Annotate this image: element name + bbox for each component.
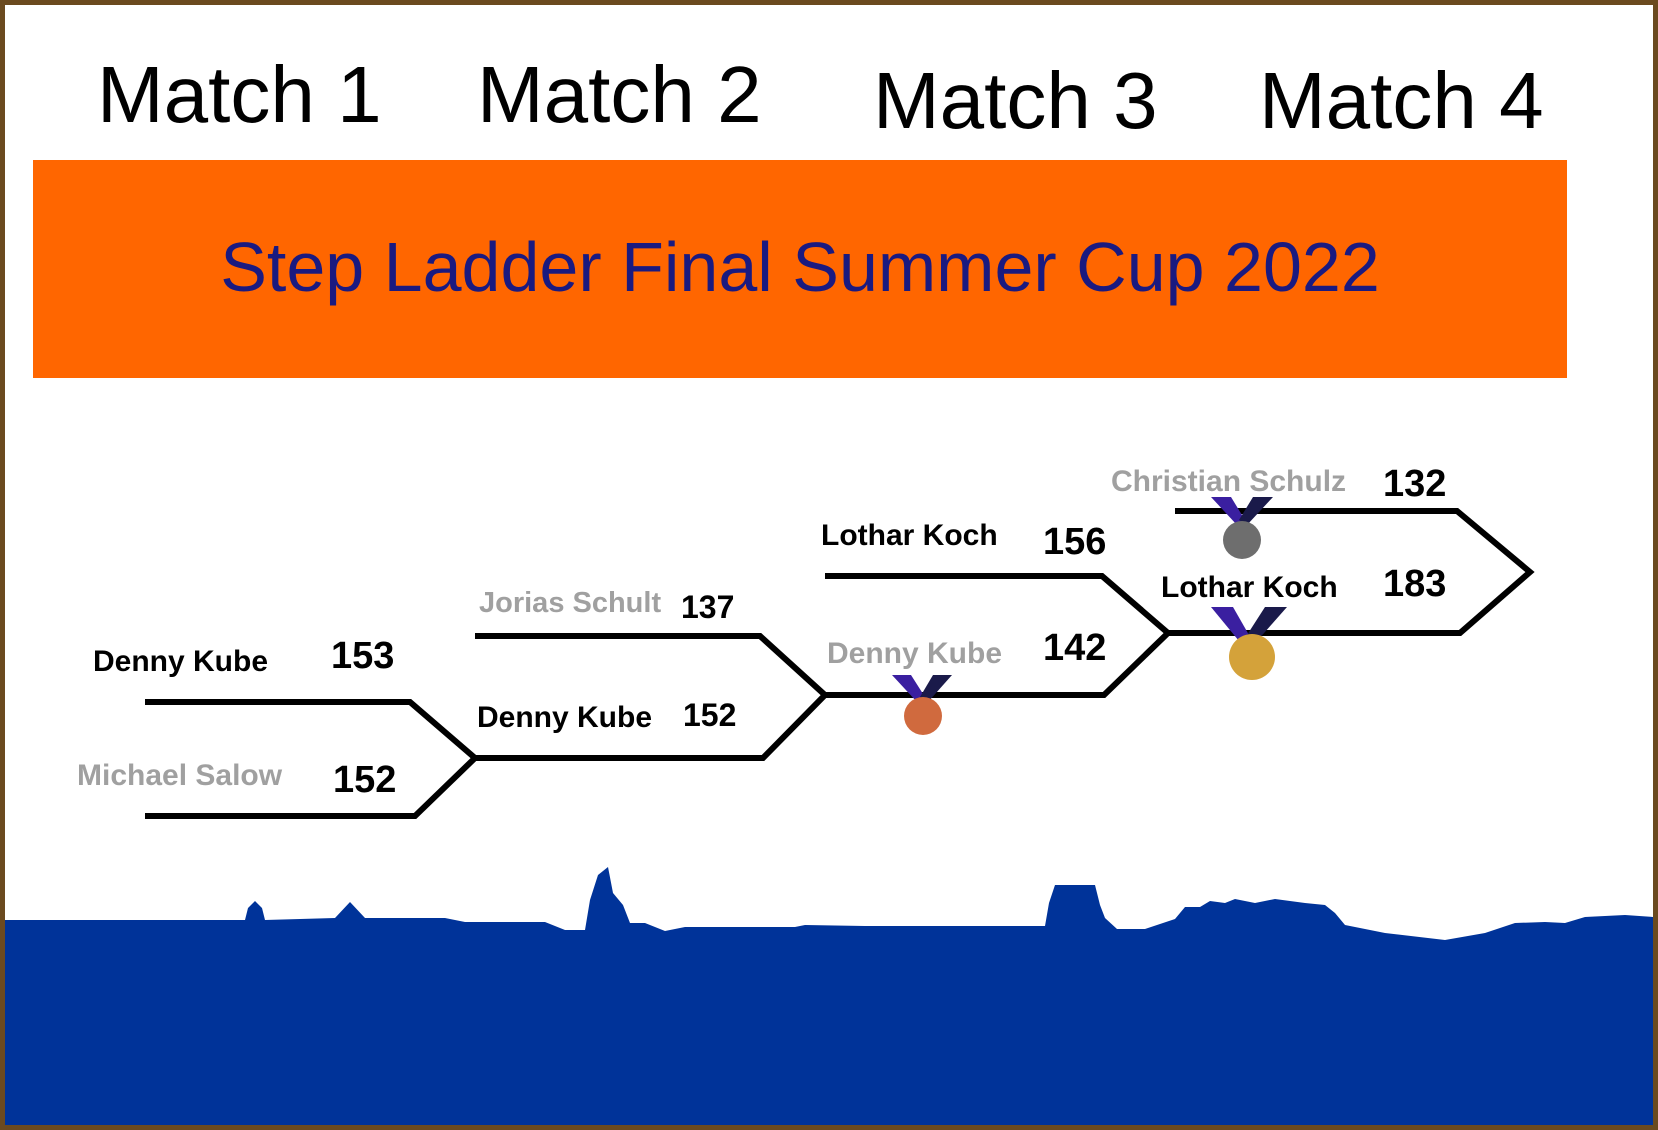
match-4-top-player: Christian Schulz	[1111, 465, 1347, 498]
city-skyline	[5, 867, 1653, 1125]
match-4-top-score: 132	[1383, 463, 1447, 505]
match-4-bracket	[1168, 508, 1535, 636]
match-3-top-player: Lothar Koch	[821, 519, 998, 552]
match-2-top-score: 137	[681, 589, 735, 625]
match-2-bottom-score: 152	[683, 697, 737, 733]
bracket-graphic	[5, 497, 1653, 1125]
silver-medal-icon	[1211, 497, 1273, 559]
banner-title: Step Ladder Final Summer Cup 2022	[220, 228, 1380, 306]
match-3-heading: Match 3	[873, 56, 1158, 145]
match-1-top-player: Denny Kube	[93, 645, 269, 678]
match-3-bottom-player: Denny Kube	[827, 637, 1003, 670]
match-1-bottom-player: Michael Salow	[77, 759, 283, 792]
match-3-bracket	[825, 573, 1173, 698]
match-2-bracket	[475, 633, 830, 761]
match-2-top-player: Jorias Schult	[479, 587, 662, 619]
match-1-heading: Match 1	[97, 50, 382, 139]
match-2-heading: Match 2	[477, 50, 762, 139]
match-1-bottom-score: 152	[333, 759, 397, 801]
gold-medal-icon	[1211, 607, 1287, 680]
bronze-medal-icon	[892, 675, 952, 735]
match-3-bottom-score: 142	[1043, 627, 1107, 669]
match-1-top-score: 153	[331, 635, 395, 677]
title-banner: Step Ladder Final Summer Cup 2022	[33, 160, 1567, 378]
match-4-heading: Match 4	[1259, 56, 1544, 145]
match-4-bottom-player: Lothar Koch	[1161, 571, 1338, 604]
match-3-top-score: 156	[1043, 521, 1107, 563]
match-2-bottom-player: Denny Kube	[477, 701, 653, 734]
match-4-bottom-score: 183	[1383, 563, 1447, 605]
